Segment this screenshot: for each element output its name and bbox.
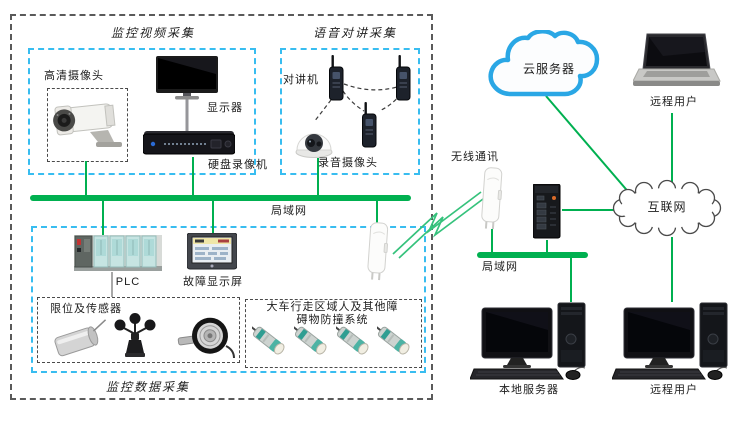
internet-cloud-image xyxy=(610,177,724,239)
remote-user-top-label: 远程用户 xyxy=(650,96,698,108)
wireless-label: 无线通讯 xyxy=(451,151,499,163)
hd-camera-image xyxy=(50,92,124,152)
local-server-label: 本地服务器 xyxy=(499,384,559,396)
collision-label-line2: 碍物防撞系统 xyxy=(296,314,369,326)
fault-display-label: 故障显示屏 xyxy=(183,276,243,288)
remote-user-bottom-label: 远程用户 xyxy=(650,384,698,396)
collision-sensor-3-image xyxy=(336,324,378,366)
hd-camera-label: 高清摄像头 xyxy=(44,70,104,82)
wireless-ap-left-image xyxy=(366,222,392,282)
anemometer-image xyxy=(112,313,158,360)
proximity-sensor-image xyxy=(50,318,112,360)
collision-sensor-4-image xyxy=(377,324,419,366)
dome-camera-image xyxy=(295,119,333,158)
collision-system-box xyxy=(245,299,422,368)
video-section-title: 监控视频采集 xyxy=(110,26,195,40)
rotary-encoder-image xyxy=(176,314,236,360)
local-server-image xyxy=(470,302,588,382)
collision-label-line1: 大车行走区域人及其他障 xyxy=(266,301,399,313)
collision-sensor-1-image xyxy=(252,324,294,366)
plc-label: PLC xyxy=(115,276,141,288)
laptop-image xyxy=(633,32,721,90)
data-capture-box xyxy=(31,226,426,373)
collision-sensor-2-image xyxy=(294,324,336,366)
internet-label: 互联网 xyxy=(647,200,687,214)
cloud-server-label: 云服务器 xyxy=(522,62,575,76)
switch-image xyxy=(533,184,562,240)
voice-intercom-box xyxy=(280,48,420,175)
remote-user-pc-image xyxy=(612,302,730,382)
video-capture-box xyxy=(28,48,256,175)
walkie-talkie-2-image xyxy=(396,55,411,101)
monitor-label: 显示器 xyxy=(207,102,243,114)
audio-camera-label: 录音摄像头 xyxy=(318,157,378,169)
plc-image xyxy=(74,234,162,273)
limit-sensors-box xyxy=(37,297,240,363)
walkie-talkie-3-image xyxy=(362,102,377,148)
limit-sensors-label: 限位及传感器 xyxy=(50,303,122,315)
hd-camera-box xyxy=(47,88,128,162)
dvr-label: 硬盘录像机 xyxy=(208,159,268,171)
fault-display-image xyxy=(187,233,237,271)
dvr-image xyxy=(143,128,235,157)
walkie-talkie-1-image xyxy=(329,55,344,101)
voice-section-title: 语音对讲采集 xyxy=(312,26,397,40)
lan-right-label: 局域网 xyxy=(482,261,518,273)
data-section-title: 监控数据采集 xyxy=(105,380,190,394)
monitor-image xyxy=(156,56,218,100)
wireless-ap-right-image xyxy=(480,167,506,231)
intercom-label: 对讲机 xyxy=(283,74,319,86)
cloud-server-image xyxy=(487,30,603,102)
lan-left-label: 局域网 xyxy=(271,205,307,217)
